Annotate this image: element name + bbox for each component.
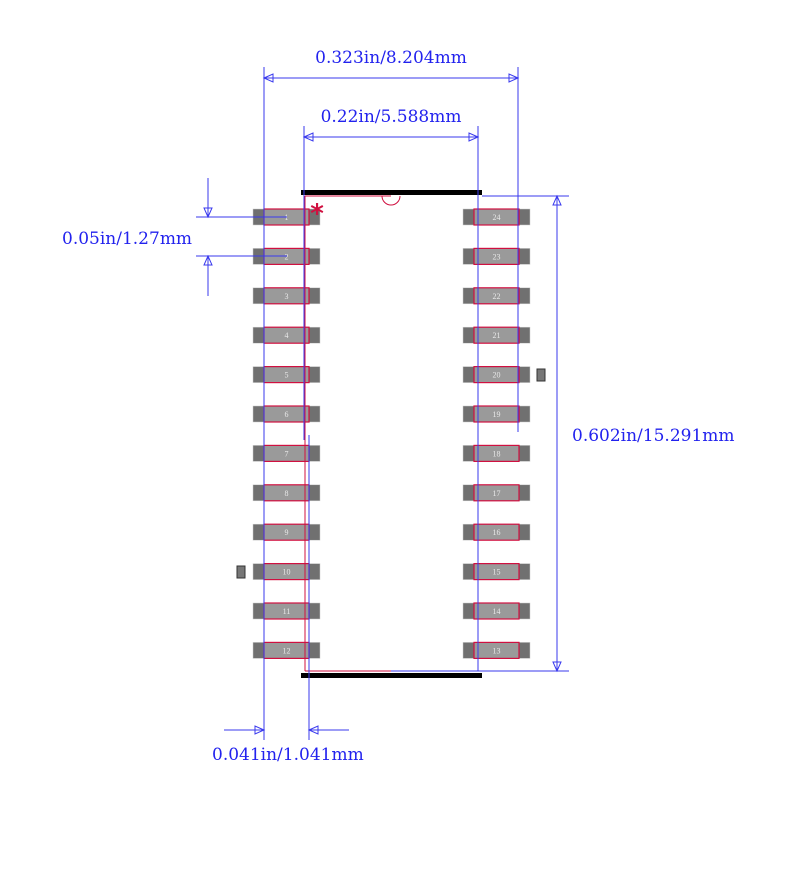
pin-number: 16 <box>493 528 501 537</box>
pad-3: 3 <box>252 287 321 305</box>
pad-outline <box>473 562 520 581</box>
pin-number: 19 <box>493 410 501 419</box>
pin-number: 20 <box>493 371 501 380</box>
pad-15: 15 <box>462 562 531 581</box>
pin-number: 14 <box>493 607 501 616</box>
pad-24: 24 <box>462 208 531 226</box>
pad-5: 5 <box>252 366 321 384</box>
pad-outline <box>473 405 520 423</box>
pin-number: 4 <box>285 331 289 340</box>
silkscreen-bottom <box>301 673 482 678</box>
pad-outline <box>473 326 520 344</box>
pad-12: 12 <box>252 641 321 660</box>
pad-23: 23 <box>462 247 531 265</box>
dim-body-width: 0.22in/5.588mm <box>321 107 462 127</box>
pin1-notch <box>381 195 401 206</box>
marker-right <box>536 368 546 382</box>
pin-number: 3 <box>285 292 289 301</box>
pad-20: 20 <box>462 366 531 384</box>
pin-number: 5 <box>285 371 289 380</box>
pad-outline <box>473 523 520 541</box>
pad-6: 6 <box>252 405 321 423</box>
pad-8: 8 <box>252 484 321 502</box>
pin-number: 7 <box>285 449 289 458</box>
pad-16: 16 <box>462 523 531 541</box>
pad-21: 21 <box>462 326 531 344</box>
pin-number: 17 <box>493 489 501 498</box>
pin-number: 2 <box>285 252 289 261</box>
pad-18: 18 <box>462 444 531 462</box>
pad-13: 13 <box>462 641 531 660</box>
pad-14: 14 <box>462 602 531 620</box>
pin-number: 23 <box>493 252 501 261</box>
pin-number: 18 <box>493 449 501 458</box>
dimension-lines <box>196 67 569 740</box>
pad-10: 10 <box>252 562 321 581</box>
pin-number: 6 <box>285 410 289 419</box>
pad-outline <box>473 641 520 660</box>
pad-22: 22 <box>462 287 531 305</box>
pin-number: 24 <box>493 213 501 222</box>
pin-number: 22 <box>493 292 501 301</box>
dim-pitch: 0.05in/1.27mm <box>62 229 192 249</box>
dim-overall-width: 0.323in/8.204mm <box>315 48 467 68</box>
pad-7: 7 <box>252 444 321 462</box>
pin-number: 10 <box>283 568 291 577</box>
pad-outline <box>473 602 520 620</box>
pad-11: 11 <box>252 602 321 620</box>
pad-outline <box>473 366 520 384</box>
pad-outline <box>473 444 520 462</box>
pad-outline <box>473 208 520 226</box>
dim-pad-width: 0.041in/1.041mm <box>212 745 364 765</box>
pin-number: 11 <box>283 607 291 616</box>
pin-number: 9 <box>285 528 289 537</box>
pad-outline <box>473 484 520 502</box>
pin-number: 8 <box>285 489 289 498</box>
pin-number: 12 <box>283 646 291 655</box>
dim-height: 0.602in/15.291mm <box>572 426 735 446</box>
pad-outline <box>473 287 520 305</box>
pin-number: 15 <box>493 568 501 577</box>
pad-9: 9 <box>252 523 321 541</box>
pin-number: 21 <box>493 331 501 340</box>
body-outline <box>304 195 479 672</box>
pad-outline <box>473 247 520 265</box>
marker-left <box>236 565 246 579</box>
pad-19: 19 <box>462 405 531 423</box>
pin-number: 13 <box>493 646 501 655</box>
pad-17: 17 <box>462 484 531 502</box>
pin1-asterisk-icon: * <box>310 199 324 229</box>
silkscreen-top <box>301 190 482 195</box>
pad-4: 4 <box>252 326 321 344</box>
